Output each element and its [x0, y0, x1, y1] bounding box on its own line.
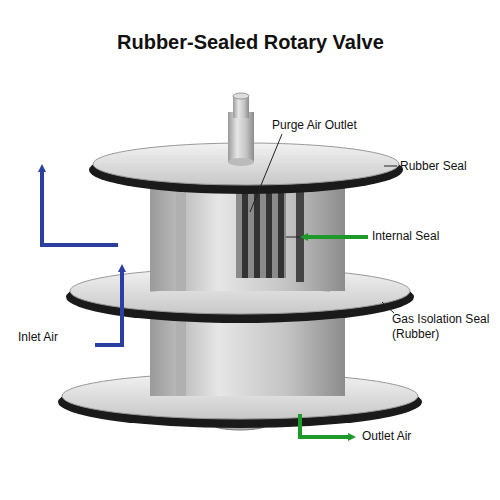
part-label: Rubber Seal — [400, 159, 467, 174]
part-label: Purge Air Outlet — [272, 118, 357, 133]
part-label: Internal Seal — [372, 229, 439, 244]
part-label: Gas Isolation Seal (Rubber) — [392, 312, 496, 342]
part-label: Inlet Air — [18, 330, 58, 345]
part-label: Outlet Air — [362, 429, 411, 444]
diagram-title: Rubber-Sealed Rotary Valve — [117, 30, 384, 54]
